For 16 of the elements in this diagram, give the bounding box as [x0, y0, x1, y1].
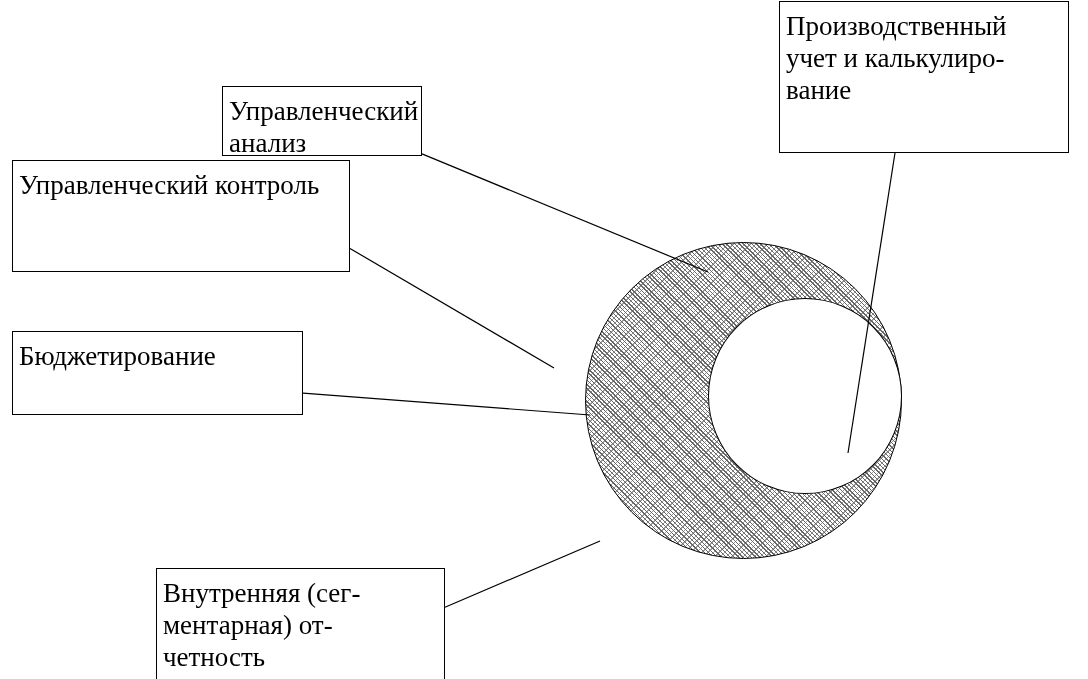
- inner-circle: [708, 298, 902, 494]
- callout-box: [12, 160, 350, 272]
- callout-text: Производственный учет и калькулиро- вание: [786, 10, 1008, 106]
- callout-box: [779, 1, 1069, 153]
- leader-line: [847, 152, 896, 454]
- callout-text: Бюджетирование: [19, 340, 217, 372]
- callout-text: Управленческий контроль: [19, 169, 321, 201]
- callout-text: Внутренняя (сег- ментарная) от- четность: [163, 577, 362, 673]
- callout-text: Управленческий анализ: [229, 95, 417, 159]
- leader-line: [421, 153, 709, 273]
- leader-line: [444, 540, 601, 608]
- callout-box: [222, 86, 422, 156]
- leader-line: [349, 247, 555, 369]
- leader-line: [302, 392, 591, 416]
- callout-box: [12, 331, 303, 415]
- callout-box: [156, 568, 445, 679]
